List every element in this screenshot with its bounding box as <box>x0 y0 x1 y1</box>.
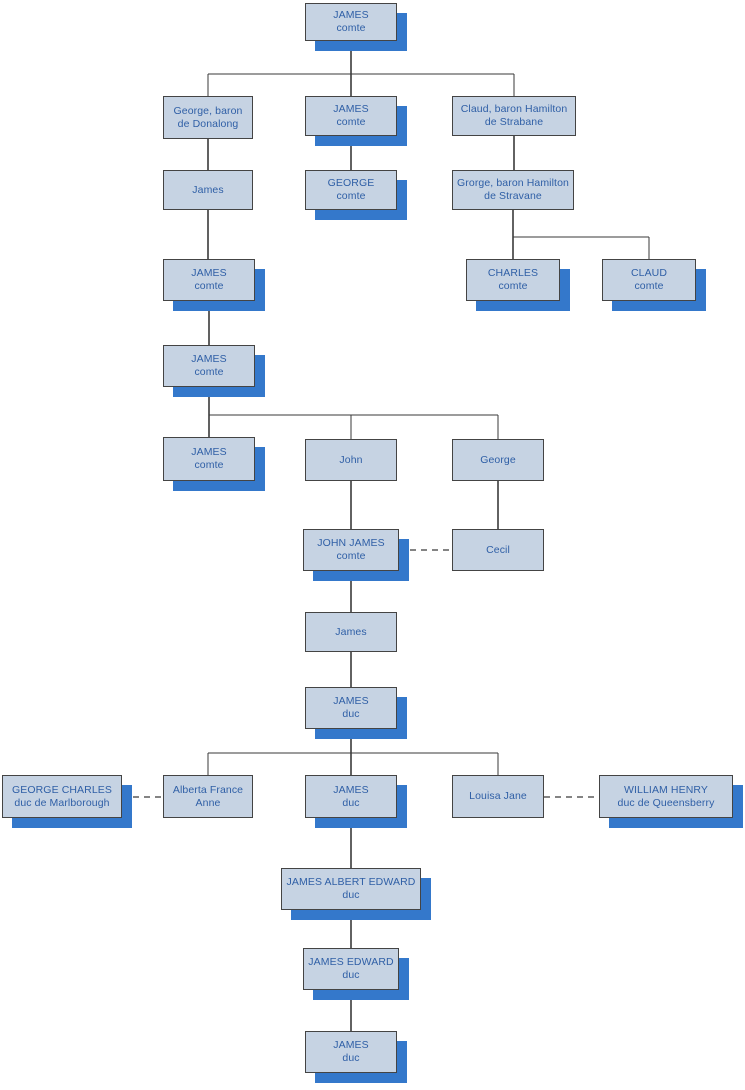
person-title: de Stravane <box>484 190 542 202</box>
person-name: George <box>480 453 516 466</box>
person-name: JAMES <box>333 9 369 21</box>
person-title: duc de Queensberry <box>617 796 715 809</box>
person-title: comte <box>194 280 224 292</box>
person-name: JAMES ALBERT EDWARD <box>286 876 416 888</box>
person-title: duc <box>342 889 360 901</box>
person-node-louisa-jane[interactable]: Louisa Jane <box>452 775 544 818</box>
person-name: JAMES <box>191 267 227 279</box>
person-title: comte <box>194 459 224 471</box>
person-name: CHARLES <box>487 267 539 279</box>
person-title: comte <box>634 280 664 292</box>
person-name: CLAUD <box>630 267 668 279</box>
person-node-john[interactable]: John <box>305 439 397 481</box>
person-name: JAMES <box>333 783 369 796</box>
person-name: WILLIAM HENRY <box>624 783 708 796</box>
person-name: Alberta France <box>172 783 244 796</box>
person-title: de Strabane <box>484 116 544 128</box>
person-name: James <box>192 183 224 196</box>
person-title: Anne <box>195 796 221 809</box>
person-name: James <box>335 625 367 638</box>
person-title: comte <box>336 190 366 202</box>
person-node-james[interactable]: James <box>163 170 253 210</box>
person-name: Grorge, baron Hamilton <box>457 177 569 189</box>
person-name: Cecil <box>486 543 510 556</box>
person-title: duc de Marlborough <box>14 796 110 809</box>
person-name: Claud, baron Hamilton <box>460 103 568 115</box>
person-name: JOHN JAMES <box>317 537 385 549</box>
person-name: Louisa Jane <box>469 790 527 802</box>
person-title: comte <box>336 550 366 562</box>
person-name: JAMES EDWARD <box>308 956 394 968</box>
person-title: duc <box>342 796 360 809</box>
person-name: John <box>339 453 363 466</box>
person-title: comte <box>336 116 366 128</box>
person-title: duc <box>342 708 360 720</box>
person-name: JAMES <box>191 446 227 458</box>
person-title: comte <box>194 366 224 378</box>
person-name: JAMES <box>191 353 227 365</box>
person-node-cecil[interactable]: Cecil <box>452 529 544 571</box>
person-name: JAMES <box>333 1039 369 1051</box>
person-name: George, baron <box>173 104 243 117</box>
person-title: comte <box>498 280 528 292</box>
person-node-james[interactable]: James <box>305 612 397 652</box>
person-name: JAMES <box>333 695 369 707</box>
person-node-george[interactable]: George <box>452 439 544 481</box>
person-title: de Donalong <box>177 117 239 130</box>
person-name: GEORGE CHARLES <box>11 783 112 796</box>
person-name: JAMES <box>333 103 369 115</box>
person-title: comte <box>336 22 366 34</box>
person-title: duc <box>342 969 360 981</box>
person-name: GEORGE <box>327 177 375 189</box>
person-title: duc <box>342 1052 360 1064</box>
